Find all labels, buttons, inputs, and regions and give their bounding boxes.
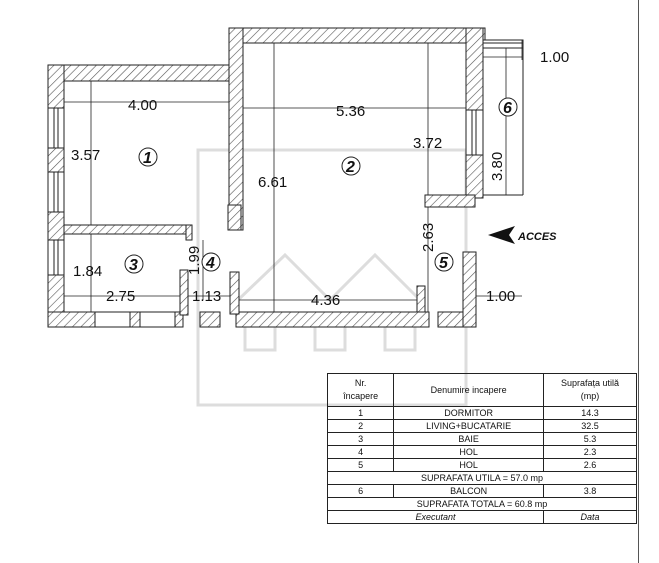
row-area: 2.6: [542, 458, 638, 472]
dimension-label: 4.00: [128, 97, 157, 114]
windows: [47, 107, 484, 328]
total-area: SUPRAFATA TOTALA = 60.8 mp: [327, 497, 637, 511]
total-util: SUPRAFATA UTILA = 57.0 mp: [327, 471, 637, 485]
row-nr: 5: [326, 458, 395, 472]
dimension-label: 1.13: [192, 288, 221, 305]
row-nr: 6: [326, 484, 395, 498]
table-row: 1 DORMITOR 14.3: [326, 406, 638, 420]
dimension-label: 6.61: [258, 174, 287, 191]
footer-row: Executant Data: [327, 510, 638, 524]
room-number-6: 6: [503, 100, 512, 117]
row-area: 32.5: [542, 419, 638, 433]
room-number-4: 4: [205, 255, 215, 272]
room-number-1: 1: [143, 150, 152, 167]
dimension-label: 1.00: [540, 49, 569, 66]
access-label: ACCES: [517, 231, 557, 243]
dimension-label: 3.72: [413, 135, 442, 152]
dimension-lines: [64, 40, 523, 312]
dimension-label: 1.84: [73, 263, 102, 280]
room-number-2: 2: [345, 159, 355, 176]
room-legend-table: Nr. încapere Denumire incapere Suprafața…: [326, 373, 638, 524]
table-row: 5 HOL 2.6: [326, 458, 638, 472]
balcony-outline: [483, 42, 524, 196]
dimension-label: 5.36: [336, 103, 365, 120]
total-row: SUPRAFATA TOTALA = 60.8 mp: [327, 497, 637, 511]
header-name: Denumire incapere: [393, 373, 544, 407]
dimension-label: 1.00: [486, 288, 515, 305]
table-row: 3 BAIE 5.3: [326, 432, 638, 446]
room-number-3: 3: [129, 257, 138, 274]
total-util-row: SUPRAFATA UTILA = 57.0 mp: [327, 471, 637, 485]
dimension-label: 2.63: [420, 223, 437, 252]
row-area: 14.3: [542, 406, 638, 420]
footer-executant: Executant: [327, 510, 544, 524]
legend-header-row: Nr. încapere Denumire incapere Suprafața…: [326, 373, 638, 407]
row-nr: 3: [326, 432, 395, 446]
dimension-label: 4.36: [311, 292, 340, 309]
header-nr: Nr. încapere: [326, 373, 395, 407]
row-name: HOL: [393, 445, 544, 459]
header-area-line1: Suprafața utilă: [560, 378, 619, 388]
wall-niche: [227, 204, 242, 231]
row-area: 2.3: [542, 445, 638, 459]
dimension-label: 1.99: [186, 246, 203, 275]
row-name: HOL: [393, 458, 544, 472]
row-nr: 4: [326, 445, 395, 459]
table-row: 4 HOL 2.3: [326, 445, 638, 459]
row-name: BALCON: [393, 484, 544, 498]
page-border: [638, 0, 639, 563]
header-nr-line1: Nr.: [354, 378, 367, 388]
row-nr: 1: [326, 406, 395, 420]
row-nr: 2: [326, 419, 395, 433]
row-name: DORMITOR: [393, 406, 544, 420]
header-nr-line2: încapere: [343, 391, 379, 401]
access-arrow-icon: [488, 226, 515, 244]
table-row: 6 BALCON 3.8: [326, 484, 638, 498]
room-number-5: 5: [439, 255, 449, 272]
header-area-line2: (mp): [580, 391, 600, 401]
header-area: Suprafața utilă (mp): [542, 373, 638, 407]
dimension-labels: 4.00 5.36 1.00 3.57 3.72 3.80 6.61 2.63 …: [71, 49, 569, 309]
room-numbers: 1 2 3 4 5 6: [124, 97, 518, 274]
row-name: LIVING+BUCATARIE: [393, 419, 544, 433]
dimension-label: 3.80: [489, 152, 506, 181]
row-name: BAIE: [393, 432, 544, 446]
footer-data: Data: [542, 510, 638, 524]
table-row: 2 LIVING+BUCATARIE 32.5: [326, 419, 638, 433]
row-area: 5.3: [542, 432, 638, 446]
dimension-label: 2.75: [106, 288, 135, 305]
row-area: 3.8: [542, 484, 638, 498]
dimension-label: 3.57: [71, 147, 100, 164]
